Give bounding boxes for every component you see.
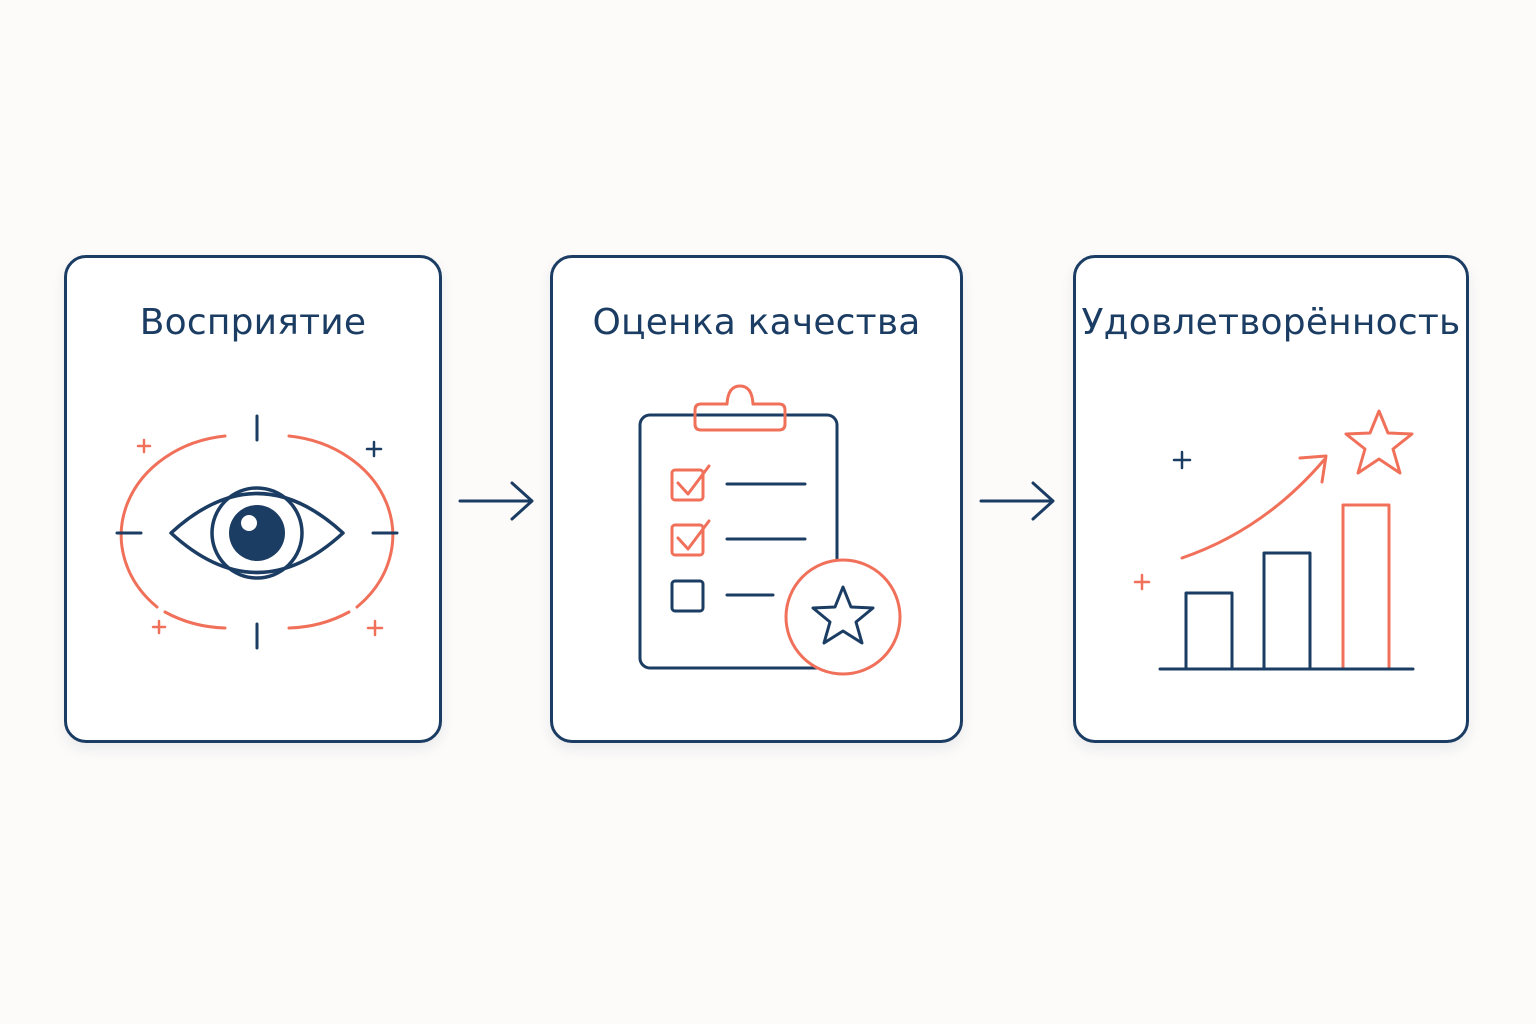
step-title: Удовлетворённость: [1081, 302, 1461, 343]
eye-target-icon: [115, 414, 399, 650]
step-title: Оценка качества: [592, 302, 921, 343]
clipboard-checklist-star-icon: [638, 384, 902, 676]
step-card-perception: Восприятие: [64, 255, 442, 743]
arrow-right-icon: [979, 481, 1055, 521]
arrow-right-icon: [458, 481, 534, 521]
growth-chart-star-icon: [1133, 409, 1415, 671]
step-title: Восприятие: [139, 302, 367, 343]
step-card-satisfaction: Удовлетворённость: [1073, 255, 1469, 743]
step-card-quality-assessment: Оценка качества: [550, 255, 963, 743]
